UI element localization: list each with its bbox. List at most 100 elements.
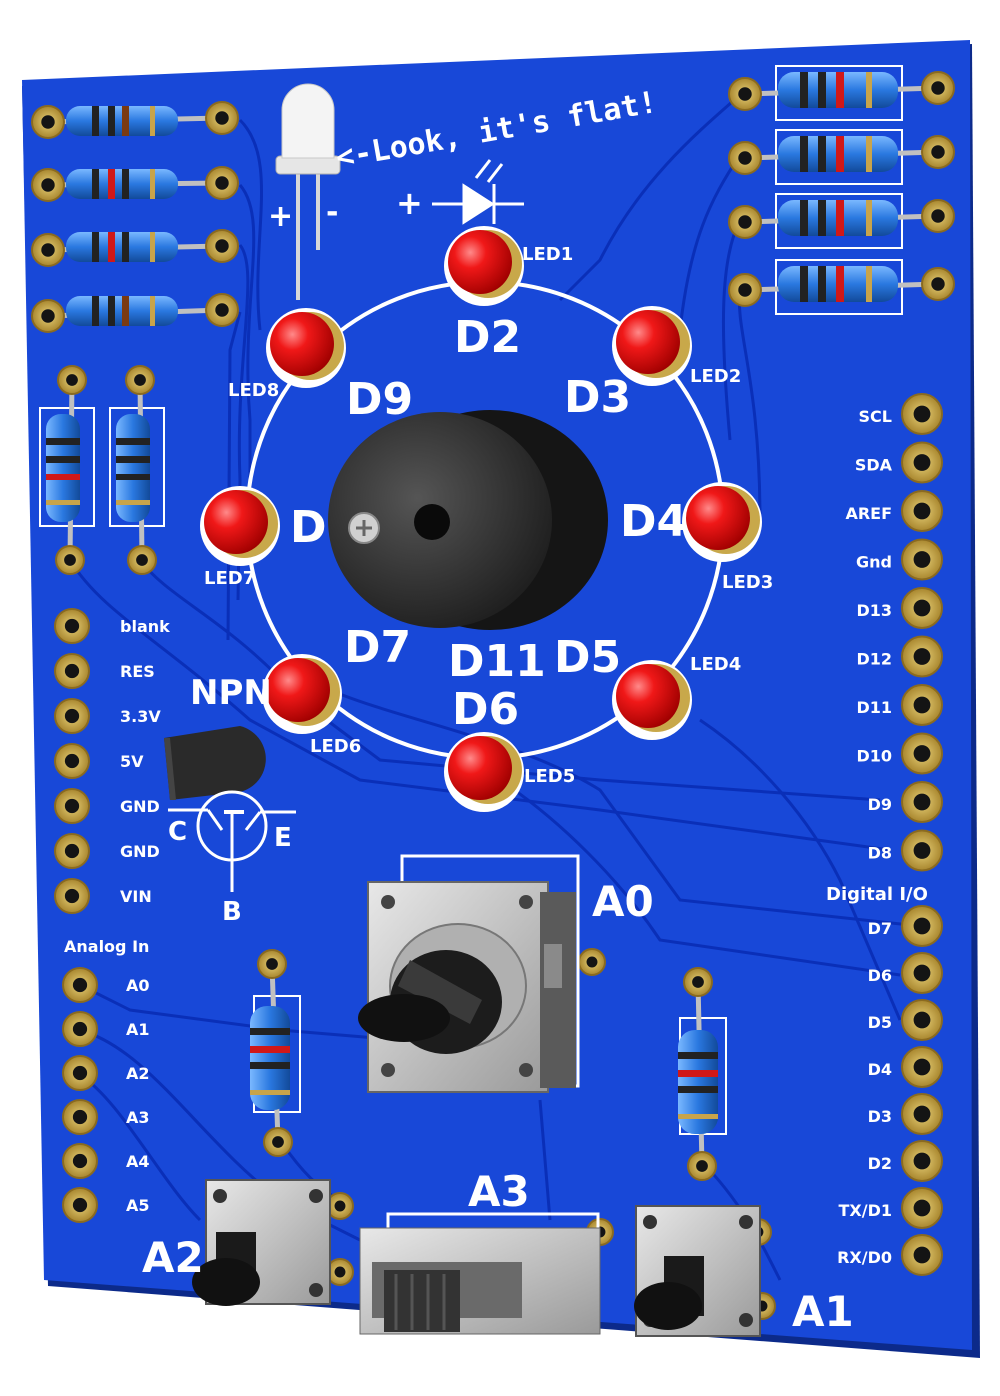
right-resistor-bank bbox=[744, 65, 939, 315]
solder-pad bbox=[901, 490, 943, 532]
flat-led bbox=[275, 83, 341, 300]
analog-pin-label: A4 bbox=[126, 1152, 150, 1171]
solder-pad bbox=[901, 829, 943, 872]
digital-pin-label: SCL bbox=[859, 407, 892, 426]
solder-pad bbox=[728, 273, 762, 307]
digital-pin-label: D13 bbox=[856, 601, 892, 620]
solder-pad bbox=[921, 199, 955, 233]
button-left-label: A2 bbox=[142, 1233, 204, 1282]
pot-label: A0 bbox=[592, 877, 654, 926]
led-schematic-symbol bbox=[432, 159, 524, 225]
designator-d3: D3 bbox=[564, 372, 631, 423]
transistor-emitter-label: E bbox=[274, 823, 292, 853]
designator-d4: D4 bbox=[620, 496, 687, 547]
solder-pad bbox=[205, 166, 239, 200]
solder-pad bbox=[54, 608, 90, 644]
switch-label: A3 bbox=[468, 1167, 530, 1216]
analog-pin-label: A5 bbox=[126, 1196, 150, 1215]
solder-pad bbox=[901, 1140, 943, 1182]
solder-pad bbox=[901, 952, 943, 994]
solder-pad bbox=[31, 299, 65, 333]
solder-pad bbox=[62, 1055, 98, 1091]
left-vertical-resistors bbox=[39, 379, 165, 561]
digital-pin-label: RX/D0 bbox=[837, 1248, 892, 1267]
solder-pad bbox=[54, 788, 90, 824]
solder-pads bbox=[31, 71, 955, 1320]
label-led1: LED1 bbox=[522, 244, 573, 265]
red-led bbox=[444, 732, 524, 812]
red-led bbox=[612, 660, 692, 740]
solder-pad bbox=[62, 1011, 98, 1047]
resistor bbox=[39, 379, 95, 561]
solder-pad bbox=[901, 1187, 943, 1229]
red-led bbox=[262, 654, 342, 734]
push-button-right[interactable] bbox=[634, 1205, 761, 1337]
solder-pad bbox=[901, 587, 943, 629]
solder-pad bbox=[326, 1192, 354, 1220]
solder-pad bbox=[728, 141, 762, 175]
digital-pin-label: D10 bbox=[856, 747, 892, 766]
label-led5: LED5 bbox=[524, 766, 575, 787]
digital-pin-label: D2 bbox=[868, 1154, 892, 1173]
solder-pad bbox=[54, 743, 90, 779]
push-button-left[interactable] bbox=[192, 1179, 331, 1306]
analog-header: Analog In bbox=[64, 937, 149, 956]
solder-pad bbox=[205, 229, 239, 263]
resistor bbox=[678, 981, 727, 1167]
solder-pad bbox=[921, 135, 955, 169]
designator-d7: D7 bbox=[344, 622, 411, 673]
red-led bbox=[444, 226, 524, 306]
digital-pin-label: D6 bbox=[868, 966, 892, 985]
solder-pad bbox=[257, 949, 287, 979]
power-pin-label: VIN bbox=[120, 887, 152, 906]
led-symbol-plus: + bbox=[396, 184, 423, 222]
solder-pad bbox=[901, 393, 943, 435]
solder-pad bbox=[57, 365, 87, 395]
power-pin-label: blank bbox=[120, 617, 170, 636]
led-ring bbox=[200, 226, 762, 812]
solder-pad bbox=[683, 967, 713, 997]
solder-pad bbox=[125, 365, 155, 395]
solder-pad bbox=[62, 1099, 98, 1135]
solder-pad bbox=[62, 967, 98, 1003]
pin-labels: blankRES3.3V5VGNDGNDVINA0A1A2A3A4A5SCLSD… bbox=[120, 407, 893, 1267]
potentiometer bbox=[358, 854, 580, 1093]
led-minus-label: - bbox=[326, 195, 338, 230]
label-led3: LED3 bbox=[722, 572, 773, 593]
solder-pad bbox=[31, 168, 65, 202]
solder-pad bbox=[901, 1046, 943, 1088]
solder-pad bbox=[901, 1234, 943, 1276]
digital-pin-label: D8 bbox=[868, 844, 892, 863]
transistor-collector-label: C bbox=[168, 817, 187, 847]
digital-pin-label: D3 bbox=[868, 1107, 892, 1126]
label-led2: LED2 bbox=[690, 366, 741, 387]
solder-pad bbox=[901, 781, 943, 823]
designator-d11: D11 bbox=[448, 636, 546, 687]
red-led bbox=[200, 486, 280, 566]
solder-pad bbox=[901, 905, 943, 947]
digital-pin-label: D5 bbox=[868, 1013, 892, 1032]
solder-pad bbox=[55, 545, 85, 575]
designator-d6: D6 bbox=[452, 684, 519, 735]
resistor bbox=[109, 379, 165, 561]
resistor bbox=[47, 169, 223, 199]
solder-pad bbox=[901, 1093, 943, 1135]
solder-pad bbox=[127, 545, 157, 575]
solder-pad bbox=[921, 71, 955, 105]
solder-pad bbox=[62, 1187, 98, 1223]
resistor bbox=[47, 106, 223, 136]
solder-pad bbox=[54, 698, 90, 734]
solder-pad bbox=[31, 233, 65, 267]
designator-d9: D9 bbox=[346, 374, 413, 425]
solder-pad bbox=[31, 105, 65, 139]
solder-pad bbox=[54, 833, 90, 869]
solder-pad bbox=[728, 205, 762, 239]
transistor-base-label: B bbox=[222, 897, 242, 927]
label-led4: LED4 bbox=[690, 654, 741, 675]
solder-pad bbox=[205, 101, 239, 135]
solder-pad bbox=[901, 999, 943, 1041]
transistor-type: NPN bbox=[190, 673, 272, 713]
solder-pad bbox=[263, 1127, 293, 1157]
solder-pad bbox=[921, 267, 955, 301]
